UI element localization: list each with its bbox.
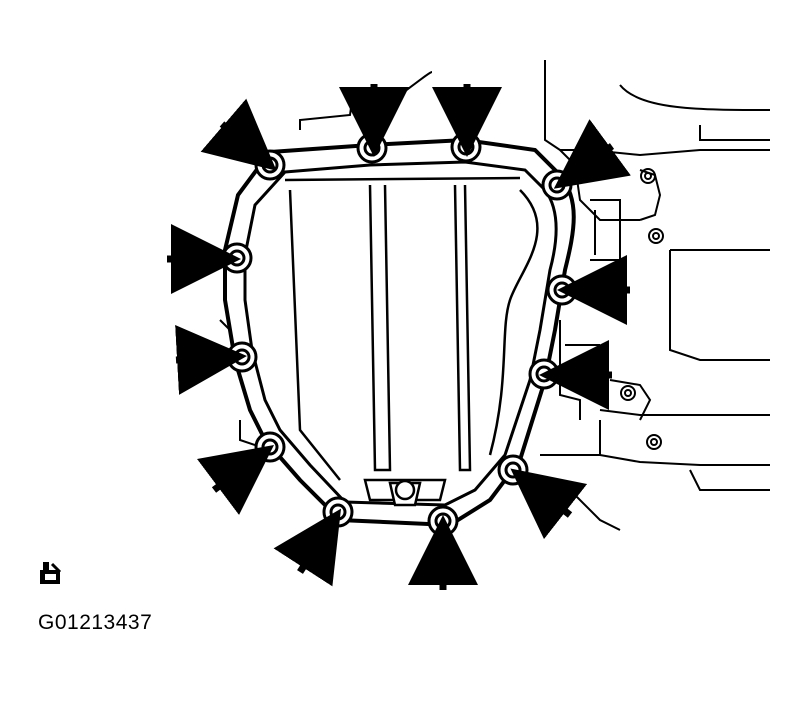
bolt — [541, 169, 573, 201]
drain-plug — [388, 479, 422, 507]
oil-pan-body — [284, 176, 539, 502]
bolt — [427, 505, 459, 537]
bolt — [254, 431, 286, 463]
bolt — [356, 132, 388, 164]
bolt — [497, 454, 529, 486]
engine-block-holes — [620, 168, 664, 450]
arrow — [200, 98, 277, 171]
bolt — [528, 358, 560, 390]
engine-block-outline — [219, 60, 771, 531]
bolt — [322, 496, 354, 528]
arrow — [197, 445, 274, 515]
bolt — [254, 149, 286, 181]
bolt — [221, 242, 253, 274]
bolt-arrows — [167, 84, 631, 590]
bolt — [226, 341, 258, 373]
arrow — [510, 468, 588, 540]
arrow — [273, 508, 342, 587]
bolt — [450, 131, 482, 163]
note-symbol-icon — [40, 562, 62, 584]
arrow — [553, 119, 631, 189]
bolt — [546, 274, 578, 306]
figure-id-label: G01213437 — [38, 611, 153, 634]
arrow — [175, 324, 247, 395]
